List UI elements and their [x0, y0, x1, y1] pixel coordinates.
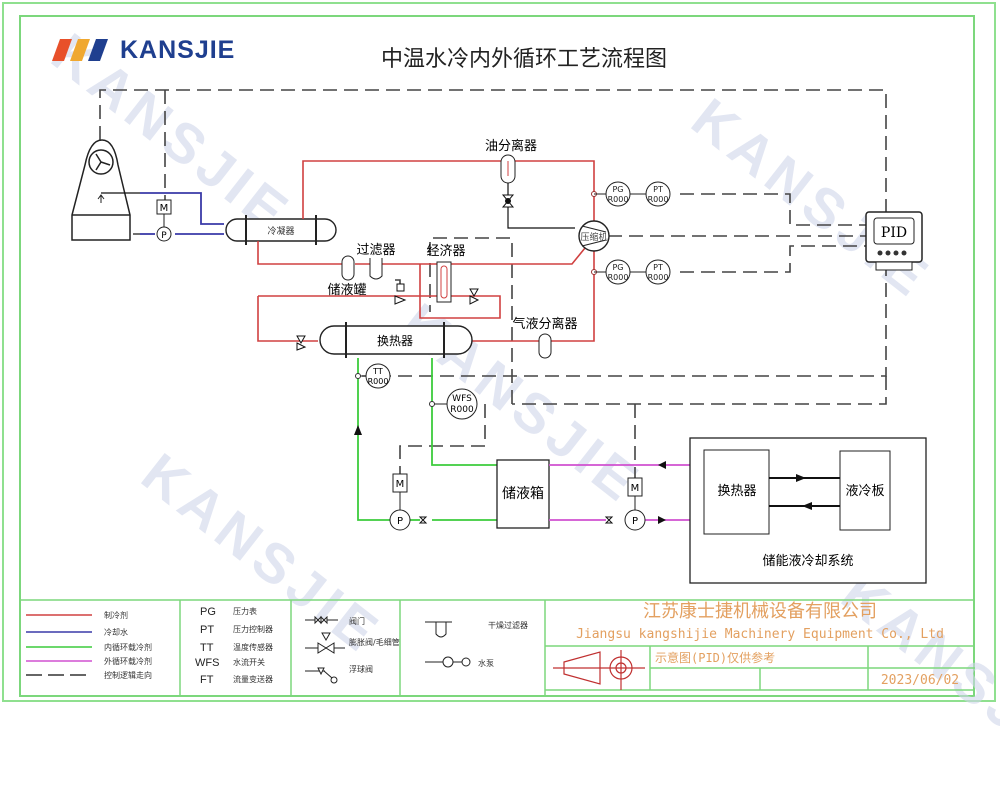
svg-text:流量变送器: 流量变送器 — [233, 674, 273, 684]
svg-text:P: P — [632, 516, 638, 527]
svg-text:冷却水: 冷却水 — [104, 627, 128, 637]
projection-symbol-icon — [553, 650, 645, 690]
compressor: 压缩机 — [578, 220, 610, 252]
refrigerant-lines — [257, 160, 595, 342]
company-name-cn: 江苏康士捷机械设备有限公司 — [643, 601, 877, 622]
cooling-water-lines — [140, 192, 224, 235]
svg-text:R000: R000 — [608, 195, 629, 204]
svg-text:PG: PG — [612, 263, 623, 272]
svg-text:R000: R000 — [608, 273, 629, 282]
svg-text:M: M — [631, 483, 640, 494]
diagram-title: 中温水冷内外循环工艺流程图 — [381, 47, 667, 72]
svg-text:内循环载冷剂: 内循环载冷剂 — [104, 642, 152, 652]
outer-loop-lines — [549, 464, 704, 521]
svg-text:P: P — [161, 231, 167, 241]
svg-text:WFS: WFS — [195, 657, 219, 669]
svg-text:膨胀阀/毛细管: 膨胀阀/毛细管 — [349, 637, 400, 647]
oil-separator: 油分离器 — [485, 138, 575, 229]
inner-pump: M P — [389, 473, 428, 531]
pump-icon — [156, 226, 172, 242]
brand-name: KANSJIE — [120, 36, 236, 64]
svg-text:TT: TT — [372, 367, 383, 376]
pid-diagram: 中温水冷内外循环工艺流程图 M P — [19, 47, 975, 697]
svg-text:PT: PT — [653, 263, 663, 272]
legend-symbols — [305, 615, 471, 684]
company-name-en: Jiangsu kangshijie Machinery Equipment C… — [576, 627, 944, 642]
svg-text:R000: R000 — [648, 273, 669, 282]
svg-text:P: P — [397, 516, 403, 527]
inner-loop-lines — [357, 358, 497, 521]
svg-text:压力表: 压力表 — [233, 606, 257, 616]
svg-text:换热器: 换热器 — [717, 484, 756, 499]
svg-text:控制逻辑走向: 控制逻辑走向 — [104, 670, 152, 680]
svg-text:R000: R000 — [368, 377, 389, 386]
logo-stripes-icon — [52, 38, 108, 61]
svg-text:M: M — [160, 203, 169, 214]
svg-text:制冷剂: 制冷剂 — [104, 610, 128, 620]
tt-sensor — [365, 363, 391, 389]
gas-liquid-separator: 气液分离器 — [512, 316, 578, 359]
legend-lines — [26, 614, 92, 676]
svg-text:水流开关: 水流开关 — [233, 657, 265, 667]
svg-text:液冷板: 液冷板 — [845, 484, 884, 499]
svg-text:R000: R000 — [648, 195, 669, 204]
svg-text:浮球阀: 浮球阀 — [349, 664, 373, 674]
pt-bottom-gauge — [645, 259, 671, 285]
svg-text:经济器: 经济器 — [426, 244, 465, 259]
svg-text:压力控制器: 压力控制器 — [233, 624, 273, 634]
title-block-grid — [19, 599, 975, 697]
tank: 储液箱 — [496, 459, 550, 529]
svg-text:干燥过滤器: 干燥过滤器 — [488, 620, 528, 630]
storage-cooling-system: 换热器 液冷板 储能液冷却系统 — [689, 437, 927, 584]
pid-controller: PID — [865, 211, 923, 271]
svg-text:过滤器: 过滤器 — [356, 243, 395, 258]
cooling-pump: M P — [156, 199, 172, 242]
heat-exchanger: 换热器 — [319, 322, 473, 358]
cooling-tower — [71, 139, 131, 241]
pg-bottom-gauge — [605, 259, 631, 285]
pg-top-gauge — [605, 181, 631, 207]
brand-logo: KANSJIE — [52, 36, 235, 65]
outer-pump: M P — [604, 477, 646, 531]
svg-text:储能液冷却系统: 储能液冷却系统 — [762, 554, 853, 569]
pt-top-gauge — [645, 181, 671, 207]
svg-text:油分离器: 油分离器 — [485, 138, 537, 154]
svg-text:PID: PID — [881, 225, 907, 241]
svg-text:温度传感器: 温度传感器 — [233, 642, 273, 652]
svg-text:PT: PT — [653, 185, 663, 194]
svg-text:PG: PG — [200, 606, 216, 618]
filter: 过滤器 — [356, 243, 396, 280]
economizer: 经济器 — [426, 244, 466, 303]
drawing-date: 2023/06/02 — [881, 673, 959, 688]
expansion-valve — [394, 283, 480, 305]
receiver: 储液罐 — [327, 255, 367, 298]
wfs-sensor — [446, 388, 478, 420]
svg-text:PT: PT — [200, 624, 214, 636]
svg-text:FT: FT — [200, 674, 214, 686]
outer-frame — [2, 2, 996, 702]
svg-text:储液箱: 储液箱 — [502, 486, 544, 502]
svg-text:阀门: 阀门 — [349, 616, 365, 626]
svg-text:TT: TT — [200, 642, 214, 654]
svg-text:压缩机: 压缩机 — [580, 231, 607, 243]
condenser: 冷凝器 — [225, 215, 337, 245]
svg-text:PG: PG — [612, 185, 623, 194]
svg-text:储液罐: 储液罐 — [327, 283, 366, 298]
control-lines — [99, 89, 887, 478]
svg-text:R000: R000 — [450, 405, 474, 415]
drawing-frame — [19, 15, 975, 697]
svg-text:冷凝器: 冷凝器 — [267, 225, 294, 237]
svg-text:外循环载冷剂: 外循环载冷剂 — [104, 656, 152, 666]
svg-text:气液分离器: 气液分离器 — [512, 316, 577, 332]
svg-text:WFS: WFS — [452, 394, 472, 404]
svg-text:M: M — [396, 479, 405, 490]
svg-text:水泵: 水泵 — [478, 658, 494, 668]
svg-text:换热器: 换热器 — [377, 334, 413, 348]
disclaimer-note: 示意图(PID)仅供参考 — [655, 650, 775, 665]
